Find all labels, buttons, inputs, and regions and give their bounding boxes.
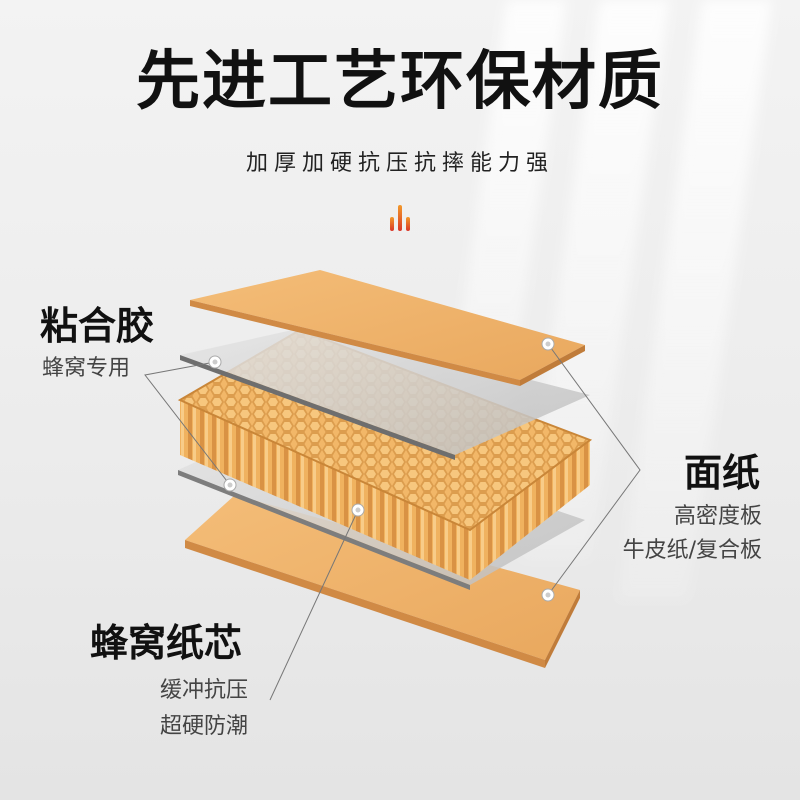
accent-bars-icon — [386, 203, 414, 231]
leader-facing — [547, 343, 641, 596]
top-facing-board — [190, 270, 585, 386]
callout-core-sub-2: 超硬防潮 — [160, 714, 249, 739]
leader-dots — [208, 337, 555, 602]
callout-adhesive-sub: 蜂窝专用 — [42, 356, 131, 381]
top-glue-film — [180, 325, 590, 460]
leader-core — [269, 509, 359, 701]
callout-facing-title: 面纸 — [683, 451, 760, 495]
leader-lines — [144, 343, 641, 701]
callout-core-title: 蜂窝纸芯 — [90, 621, 243, 665]
callout-facing-sub-2: 牛皮纸/复合板 — [622, 538, 762, 563]
callout-core-sub-1: 缓冲抗压 — [160, 678, 249, 703]
page-subtitle: 加厚加硬抗压抗摔能力强 — [245, 151, 554, 176]
callout-adhesive-title: 粘合胶 — [40, 304, 155, 348]
page-title: 先进工艺环保材质 — [136, 45, 664, 119]
callout-facing-sub-1: 高密度板 — [673, 504, 762, 529]
leader-adhesive — [144, 361, 231, 486]
bottom-facing-board — [185, 495, 580, 668]
